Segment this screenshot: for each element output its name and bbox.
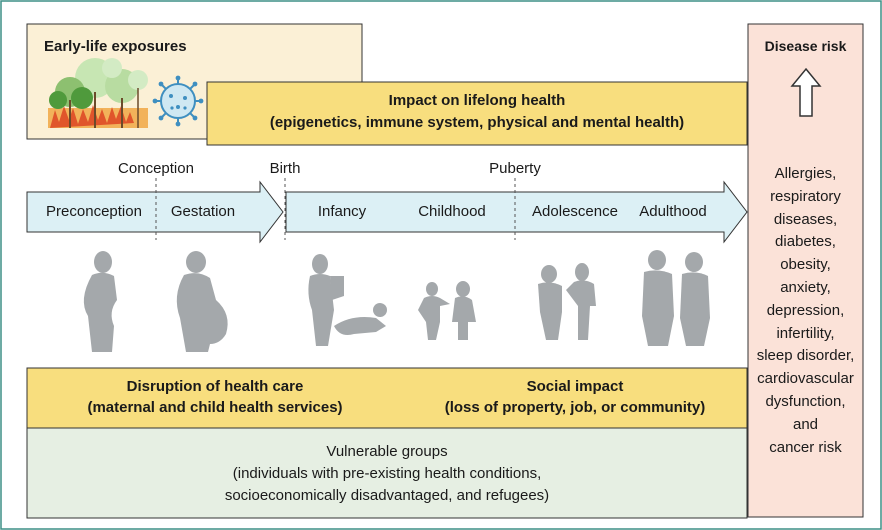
disease-risk-item: obesity,: [780, 256, 831, 274]
prenatal-arrow: [26, 180, 284, 244]
stage-adulthood: Adulthood: [639, 203, 707, 220]
disease-risk-item: diabetes,: [775, 233, 836, 251]
disease-risk-item: cancer risk: [769, 438, 842, 456]
vulnerable-line2: (individuals with pre-existing health co…: [232, 465, 542, 482]
vulnerable-groups-panel: [26, 427, 748, 519]
adolescents-silhouette-icon: [538, 263, 596, 340]
disease-risk-item: respiratory: [770, 187, 841, 205]
disease-risk-list: Allergies, respiratory diseases, diabetes, o…: [748, 163, 863, 459]
stage-gestation: Gestation: [170, 203, 236, 220]
vulnerable-line3: socioeconomically disadvantaged, and ref…: [224, 487, 550, 504]
milestone-conception: Conception: [118, 160, 194, 177]
stage-childhood: Childhood: [418, 203, 486, 220]
disease-risk-item: sleep disorder,: [756, 347, 855, 365]
stage-preconception: Preconception: [46, 203, 142, 220]
disease-risk-item: depression,: [766, 301, 845, 319]
disease-risk-item: cardiovascular: [757, 370, 854, 388]
woman-silhouette-icon: [83, 251, 117, 352]
disease-risk-item: and: [792, 415, 819, 433]
stage-infancy: Infancy: [317, 203, 367, 220]
impact-subtitle: (epigenetics, immune system, physical an…: [269, 114, 685, 131]
disease-risk-item: dysfunction,: [765, 392, 846, 410]
social-impact-subtitle: (loss of property, job, or community): [444, 399, 706, 416]
milestone-puberty: Puberty: [489, 160, 541, 177]
milestone-birth: Birth: [269, 160, 301, 177]
up-arrow-icon: [790, 67, 822, 117]
disease-risk-title: Disease risk: [764, 38, 847, 54]
disruption-subtitle: (maternal and child health services): [87, 399, 343, 416]
disease-risk-item: Allergies,: [774, 165, 837, 182]
pregnant-woman-silhouette-icon: [176, 251, 228, 352]
early-life-title: Early-life exposures: [44, 38, 187, 55]
postnatal-arrow: [285, 180, 748, 244]
impact-bar: [206, 81, 748, 146]
parent-with-baby-silhouette-icon: [308, 254, 387, 346]
forest-fire-icon: [48, 58, 148, 128]
children-silhouette-icon: [418, 281, 476, 340]
disruption-title: Disruption of health care: [126, 378, 304, 395]
adults-silhouette-icon: [642, 250, 710, 346]
impact-title: Impact on lifelong health: [388, 92, 566, 109]
virus-icon: [152, 75, 204, 127]
disease-risk-item: infertility,: [776, 324, 835, 342]
disease-risk-item: anxiety,: [780, 278, 831, 296]
disease-risk-item: diseases,: [773, 210, 838, 228]
vulnerable-title: Vulnerable groups: [326, 443, 448, 460]
stage-adolescence: Adolescence: [532, 203, 618, 220]
disruption-bar: [26, 367, 748, 429]
social-impact-title: Social impact: [526, 378, 624, 395]
